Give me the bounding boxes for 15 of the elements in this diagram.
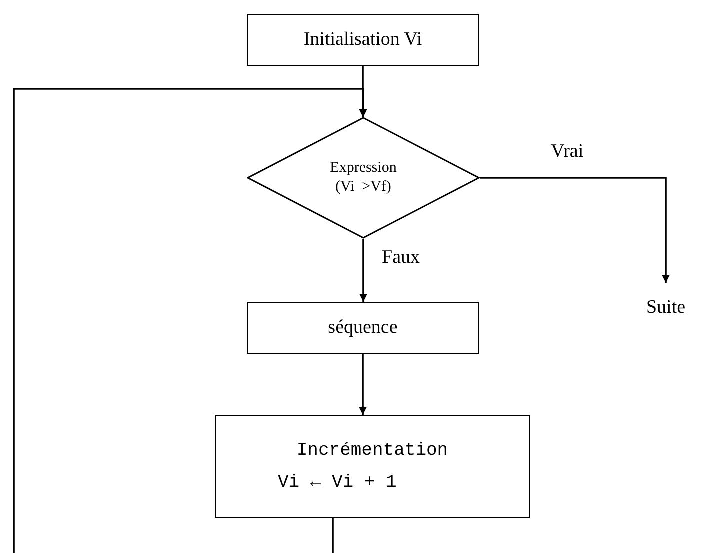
box-text: Expression (Vi >Vf) [329,159,398,197]
box-text: Initialisation Vi [304,29,422,51]
process-box [247,302,479,354]
arrow [13,88,368,553]
decision-diamond [247,117,480,239]
arrow [359,66,367,117]
box-text: Vi ← Vi + 1 [278,472,397,492]
box-text: séquence [328,317,398,339]
arrow [359,354,367,415]
arrow [360,239,368,302]
terminal-text: Suite [638,294,694,322]
arrow [480,177,670,283]
process-box [215,415,530,518]
process-box [247,14,479,66]
box-heading: Incrémentation [296,440,448,460]
